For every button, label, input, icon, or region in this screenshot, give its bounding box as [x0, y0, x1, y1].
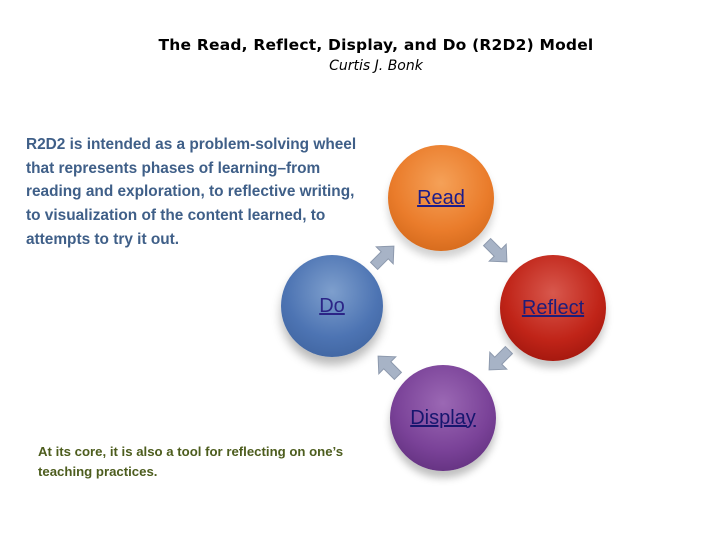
intro-line: that represents phases of learning–from: [26, 159, 321, 177]
arrow-do-to-read-icon: [369, 245, 395, 271]
do-link[interactable]: Do: [319, 294, 345, 317]
intro-line: attempts to try it out.: [26, 230, 180, 248]
core-note: At its core, it is also a tool for refle…: [38, 442, 358, 482]
reflect-circle: Reflect: [500, 255, 606, 361]
intro-line: R2D2 is intended as a problem-solving wh…: [26, 136, 357, 153]
display-link[interactable]: Display: [410, 406, 476, 429]
reflect-link[interactable]: Reflect: [521, 296, 585, 319]
display-circle: Display: [390, 365, 496, 471]
arrow-display-to-do-icon: [377, 355, 403, 381]
core-line: teaching practices.: [38, 464, 158, 479]
read-link[interactable]: Read: [417, 186, 465, 209]
core-line: At its core, it is also a tool for refle…: [38, 444, 344, 459]
do-circle: Do: [281, 255, 383, 357]
arrow-read-to-reflect-icon: [482, 237, 508, 263]
author-name: Curtis J. Bonk: [329, 58, 423, 74]
intro-line: to visualization of the content learned,…: [26, 207, 326, 225]
diagram-title: The Read, Reflect, Display, and Do (R2D2…: [158, 36, 594, 54]
read-circle: Read: [388, 145, 494, 251]
intro-description: R2D2 is intended as a problem-solving wh…: [26, 133, 366, 252]
intro-line: reading and exploration, to reflective w…: [26, 183, 355, 201]
arrow-reflect-to-display-icon: [488, 345, 514, 371]
